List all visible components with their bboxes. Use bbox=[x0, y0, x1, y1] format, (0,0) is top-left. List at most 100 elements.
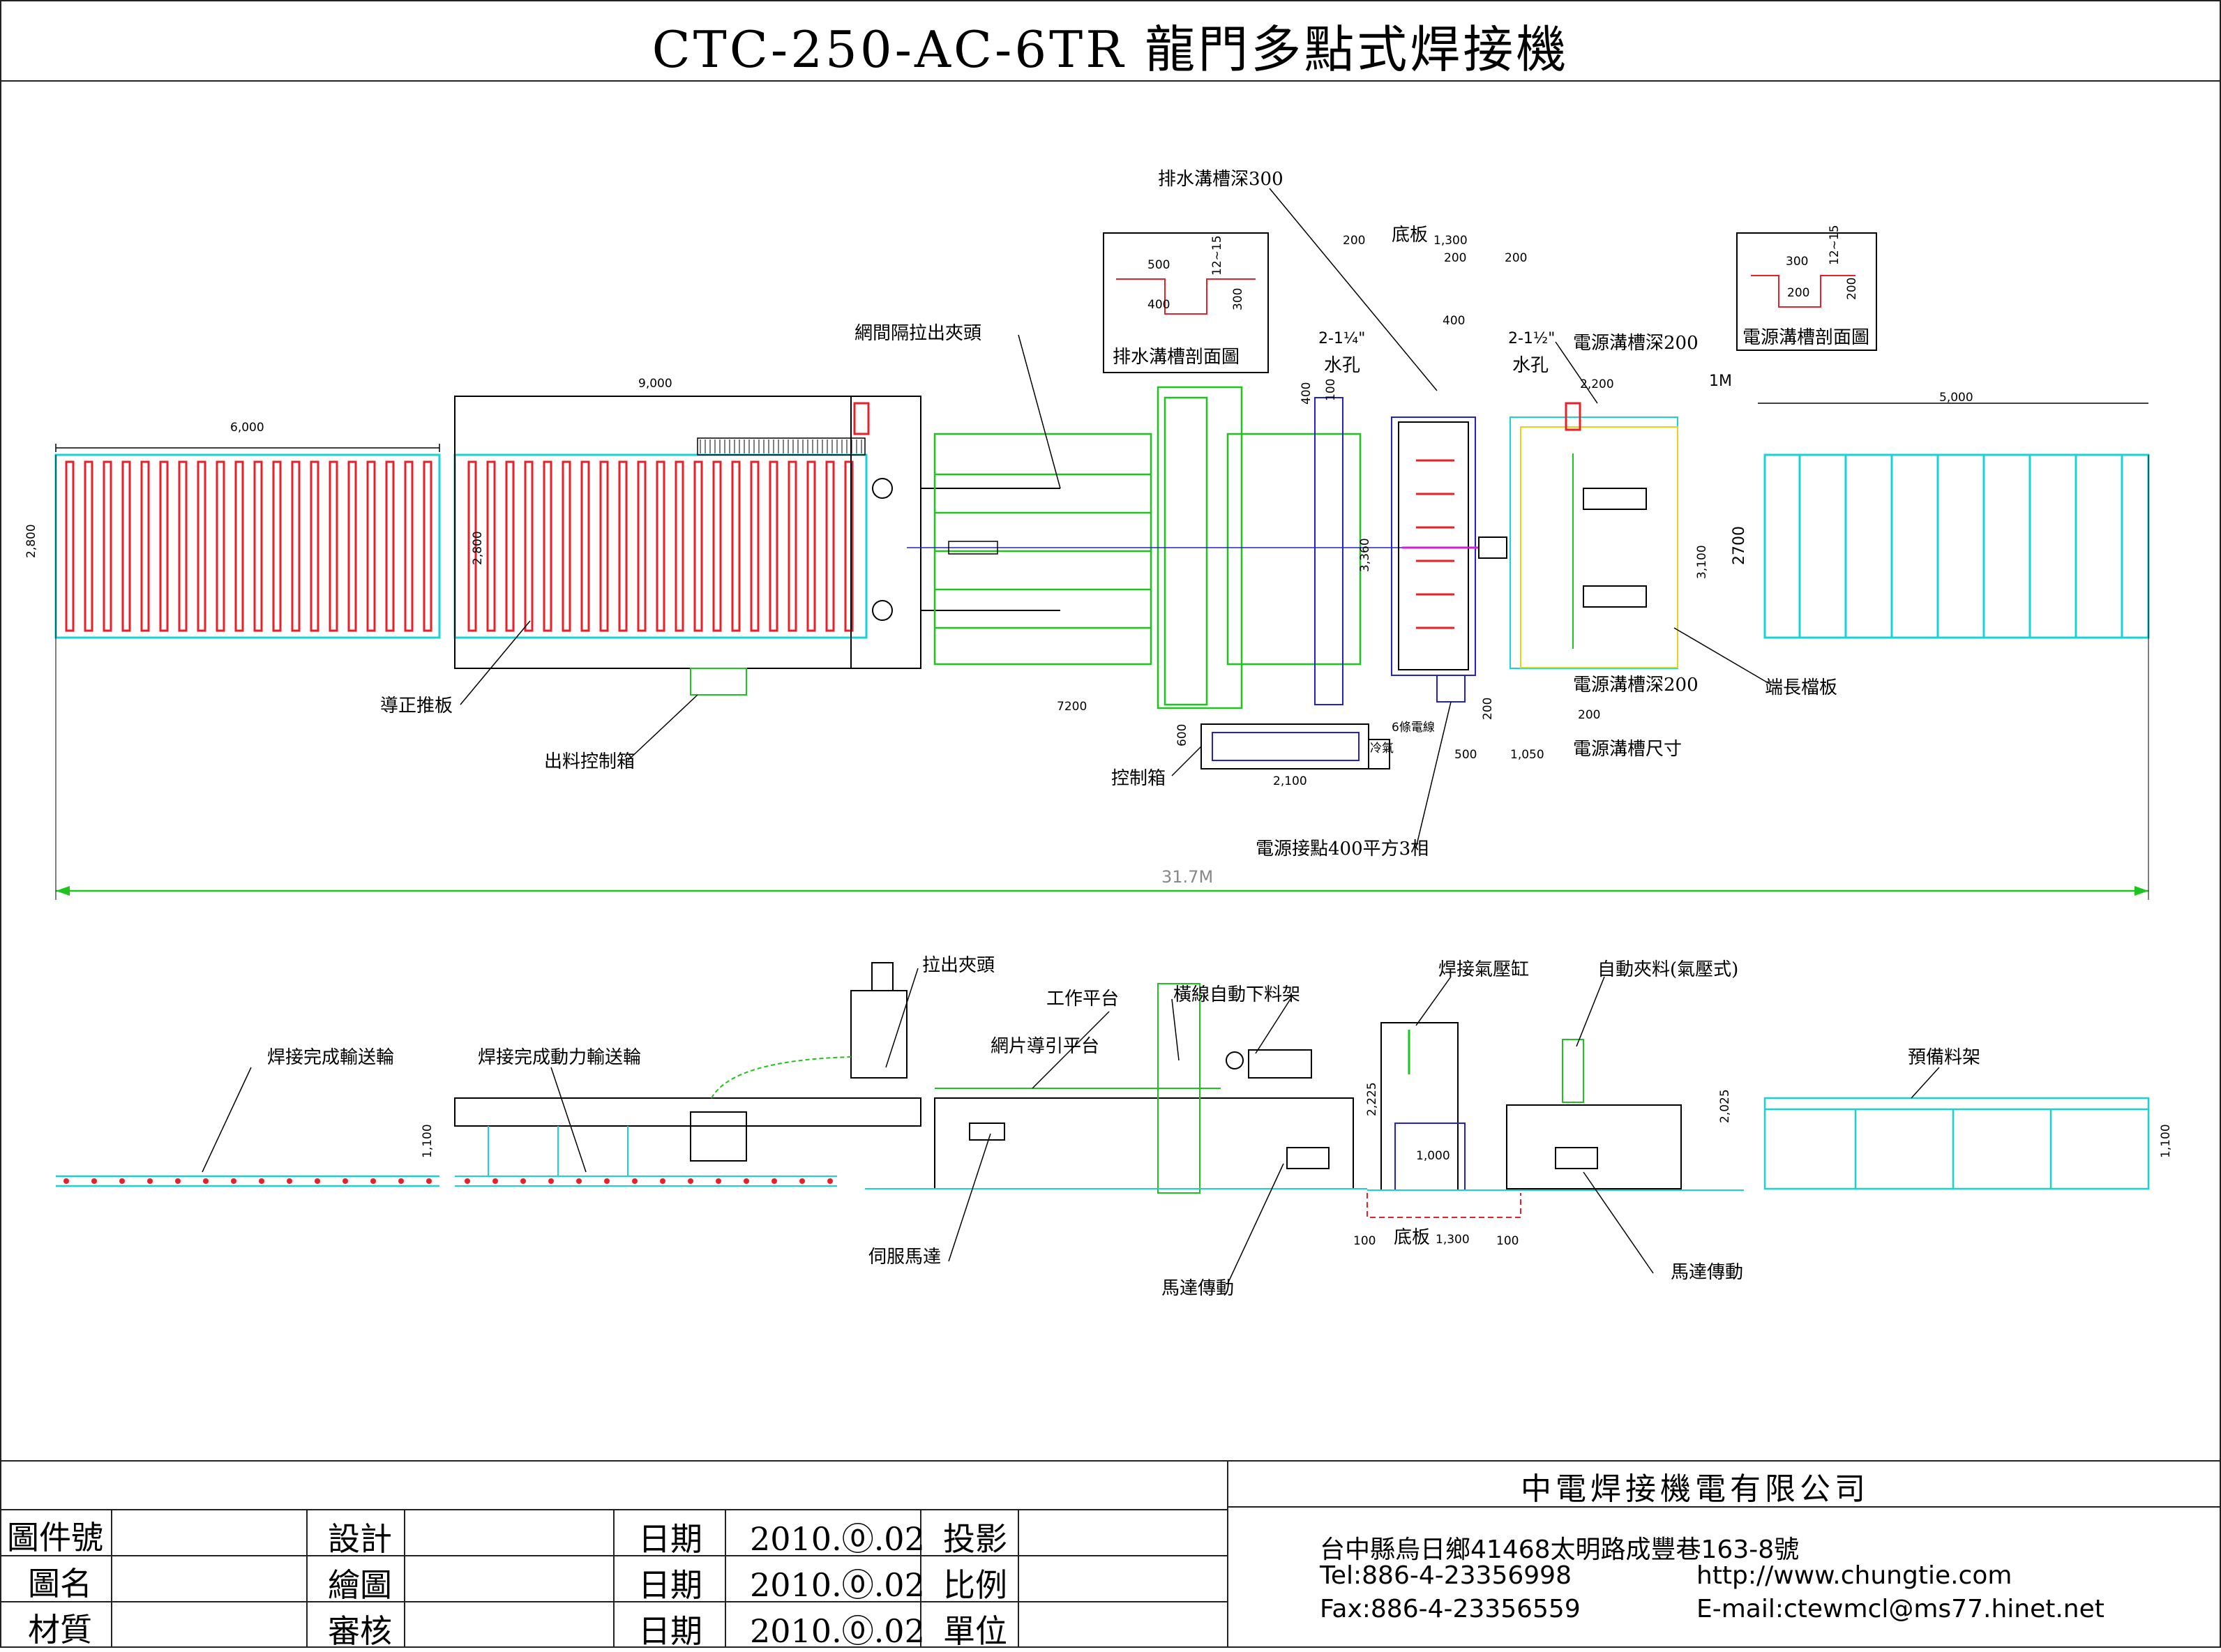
tb-row2-field: 比例 bbox=[943, 1566, 1007, 1604]
roller-bar bbox=[216, 460, 225, 632]
dim-b100-a: 100 bbox=[1353, 1234, 1376, 1248]
prep-rack-plan bbox=[1763, 453, 2150, 639]
tb-row2-label: 圖名 bbox=[28, 1565, 92, 1602]
roller-dot bbox=[716, 1178, 721, 1184]
plan-leader-lines bbox=[460, 188, 1772, 848]
drain-section-detail bbox=[1103, 232, 1269, 373]
roller-dot bbox=[175, 1178, 181, 1184]
roller-bar bbox=[844, 460, 854, 632]
tb-row1-date-label: 日期 bbox=[638, 1520, 702, 1558]
roller-bar bbox=[385, 460, 395, 632]
tb-row3-label: 材質 bbox=[28, 1611, 92, 1649]
label-six-cables: 6條電線 bbox=[1392, 721, 1435, 735]
mesh-guide-frames-plan bbox=[907, 386, 1451, 709]
label-base-plate: 底板 bbox=[1392, 225, 1428, 246]
clamp-gantry-plan bbox=[850, 396, 1060, 669]
dim-5000: 5,000 bbox=[1939, 391, 1973, 405]
roller-bar bbox=[731, 460, 741, 632]
roller-dot bbox=[632, 1178, 638, 1184]
label-power-trench-depth-bottom: 電源溝槽深200 bbox=[1573, 675, 1699, 696]
company-email: E-mail:ctewmcl@ms77.hinet.net bbox=[1696, 1595, 2105, 1623]
roller-dot bbox=[63, 1178, 69, 1184]
tb-row1-date: 2010.⓪.02 bbox=[750, 1520, 925, 1558]
label-water-hole-right: 水孔 bbox=[1512, 355, 1549, 376]
tb-row3-date-label: 日期 bbox=[638, 1612, 702, 1650]
dim-1000: 1,000 bbox=[1416, 1149, 1450, 1163]
roller-dot bbox=[203, 1178, 209, 1184]
drawing-title: CTC-250-AC-6TR 龍門多點式焊接機 bbox=[652, 20, 1569, 79]
roller-bar bbox=[140, 460, 150, 632]
roller-dot bbox=[231, 1178, 236, 1184]
roller-dot bbox=[688, 1178, 693, 1184]
welder-elevation bbox=[1367, 1022, 1744, 1218]
roller-bar bbox=[543, 460, 552, 632]
drain-400: 400 bbox=[1147, 298, 1170, 312]
roller-bar bbox=[178, 460, 188, 632]
roller-bar bbox=[750, 460, 760, 632]
powered-conveyor-elevation bbox=[454, 1097, 921, 1187]
label-power-trench-size: 電源溝槽尺寸 bbox=[1573, 739, 1682, 760]
label-weld-cylinder: 焊接氣壓缸 bbox=[1438, 959, 1529, 980]
dim-2100: 2,100 bbox=[1273, 774, 1307, 788]
tb-row1-role: 設計 bbox=[328, 1520, 392, 1558]
roller-bar bbox=[637, 460, 647, 632]
roller-bar bbox=[197, 460, 206, 632]
work-platform-elevation bbox=[865, 983, 1367, 1194]
dim-400-a: 400 bbox=[1443, 314, 1465, 328]
label-water-hole-left: 水孔 bbox=[1324, 355, 1360, 376]
welding-station-plan bbox=[1314, 397, 1678, 705]
label-wire-unloader: 橫線自動下料架 bbox=[1173, 984, 1300, 1005]
company-website: http://www.chungtie.com bbox=[1696, 1561, 2012, 1590]
label-drain-section: 排水溝槽剖面圖 bbox=[1113, 347, 1240, 368]
roller-dot bbox=[398, 1178, 404, 1184]
label-base-plate-elevation: 底板 bbox=[1394, 1227, 1430, 1248]
label-control-box: 控制箱 bbox=[1111, 768, 1166, 789]
roller-dot bbox=[771, 1178, 777, 1184]
roller-bar bbox=[769, 460, 778, 632]
label-pull-clamp: 拉出夾頭 bbox=[922, 955, 995, 976]
roller-bar bbox=[524, 460, 534, 632]
pipe-left: 2-1¼" bbox=[1318, 330, 1365, 347]
roller-bar bbox=[404, 460, 414, 632]
power-section-detail bbox=[1736, 232, 1877, 351]
roller-bar bbox=[806, 460, 816, 632]
power-12: 12~15 bbox=[1828, 225, 1842, 265]
tb-row2-role: 繪圖 bbox=[328, 1566, 392, 1604]
label-finished-conveyor: 焊接完成輸送輪 bbox=[267, 1047, 394, 1068]
control-box-plan bbox=[690, 668, 1390, 769]
power-300: 300 bbox=[1786, 255, 1808, 269]
tb-row2-date: 2010.⓪.02 bbox=[750, 1566, 925, 1604]
tb-row3-role: 審核 bbox=[328, 1612, 392, 1650]
roller-bar bbox=[656, 460, 665, 632]
label-power-trench-depth-top: 電源溝槽深200 bbox=[1573, 333, 1699, 354]
company-fax: Fax:886-4-23356559 bbox=[1320, 1595, 1581, 1623]
dim-1m: 1M bbox=[1709, 373, 1732, 390]
dim-6000: 6,000 bbox=[230, 421, 264, 435]
roller-bar bbox=[84, 460, 93, 632]
dim-400-b: 400 bbox=[1300, 382, 1313, 405]
pull-clamp-elevation bbox=[711, 962, 908, 1099]
power-200: 200 bbox=[1787, 286, 1809, 300]
drain-300: 300 bbox=[1231, 288, 1245, 310]
roller-bar bbox=[291, 460, 301, 632]
label-cooling: 冷氣 bbox=[1370, 742, 1394, 756]
label-power-section: 電源溝槽剖面圖 bbox=[1742, 327, 1869, 348]
roller-bar bbox=[272, 460, 282, 632]
label-auto-clamp: 自動夾料(氣壓式) bbox=[1597, 959, 1738, 980]
tb-row1-field: 投影 bbox=[943, 1520, 1007, 1558]
roller-dot bbox=[827, 1178, 833, 1184]
roller-dot bbox=[799, 1178, 805, 1184]
roller-bar bbox=[599, 460, 609, 632]
roller-dot bbox=[548, 1178, 554, 1184]
dim-1100-a: 1,100 bbox=[421, 1124, 435, 1158]
tb-row3-date: 2010.⓪.02 bbox=[750, 1612, 925, 1650]
tb-row2-date-label: 日期 bbox=[638, 1566, 702, 1604]
roller-bar bbox=[159, 460, 169, 632]
roller-dot bbox=[492, 1178, 498, 1184]
roller-dot bbox=[119, 1178, 125, 1184]
label-motor-drive-left: 馬達傳動 bbox=[1161, 1278, 1234, 1299]
roller-bar bbox=[675, 460, 684, 632]
label-end-stop-plate: 端長檔板 bbox=[1765, 677, 1837, 698]
roller-bar bbox=[347, 460, 357, 632]
